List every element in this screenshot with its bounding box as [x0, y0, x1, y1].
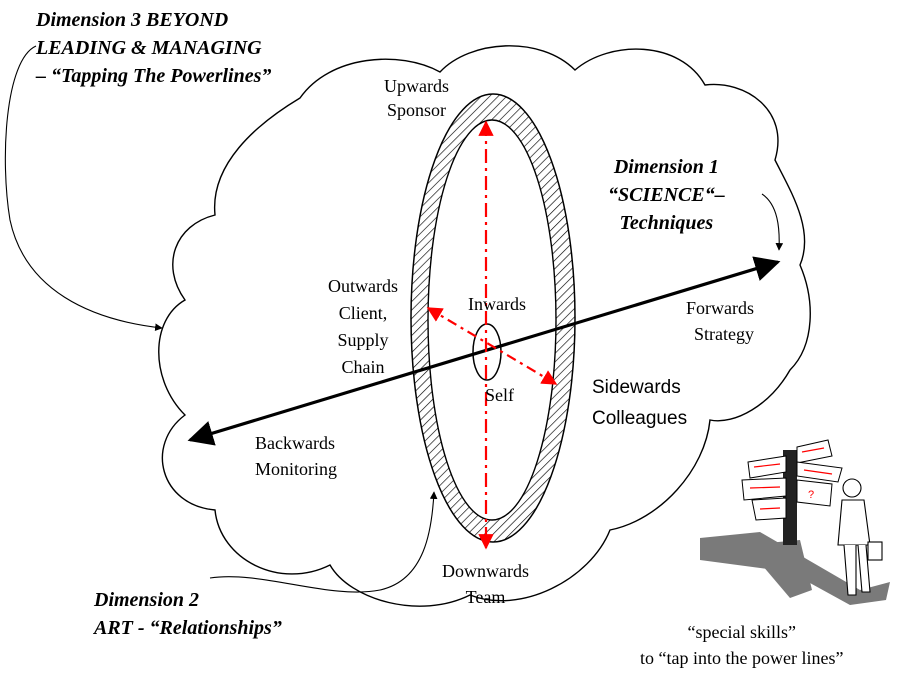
dim2-pointer — [209, 491, 438, 593]
dim3-pointer — [4, 45, 163, 332]
special-skills-caption: “special skills” to “tap into the power … — [640, 622, 844, 668]
upwards-sponsor-label: Upwards Sponsor — [384, 76, 449, 120]
ring-group — [410, 93, 576, 543]
inner-ring — [427, 119, 557, 521]
sidewards-colleagues-label: Sidewards Colleagues — [592, 377, 688, 429]
thinking-person — [837, 478, 883, 596]
inwards-label: Inwards — [468, 294, 526, 314]
self-label: Self — [485, 385, 514, 405]
dim1-pointer — [761, 193, 784, 251]
outwards-sidewards-arrow — [426, 307, 558, 385]
dimension-2-label: Dimension 2 ART - “Relationships” — [94, 589, 282, 639]
outwards-label: Outwards Client, Supply Chain — [328, 276, 398, 377]
downwards-team-label: Downwards Team — [442, 561, 529, 607]
dimension-1-label: Dimension 1 “SCIENCE“– Techniques — [608, 156, 725, 234]
signpost-pole — [783, 450, 797, 545]
dimension-3-label: Dimension 3 BEYOND LEADING & MANAGING – … — [36, 9, 272, 87]
signpost-illustration: ? — [700, 439, 890, 605]
backwards-monitoring-label: Backwards Monitoring — [255, 433, 338, 479]
forwards-strategy-label: Forwards Strategy — [686, 298, 754, 344]
svg-text:?: ? — [808, 489, 814, 501]
